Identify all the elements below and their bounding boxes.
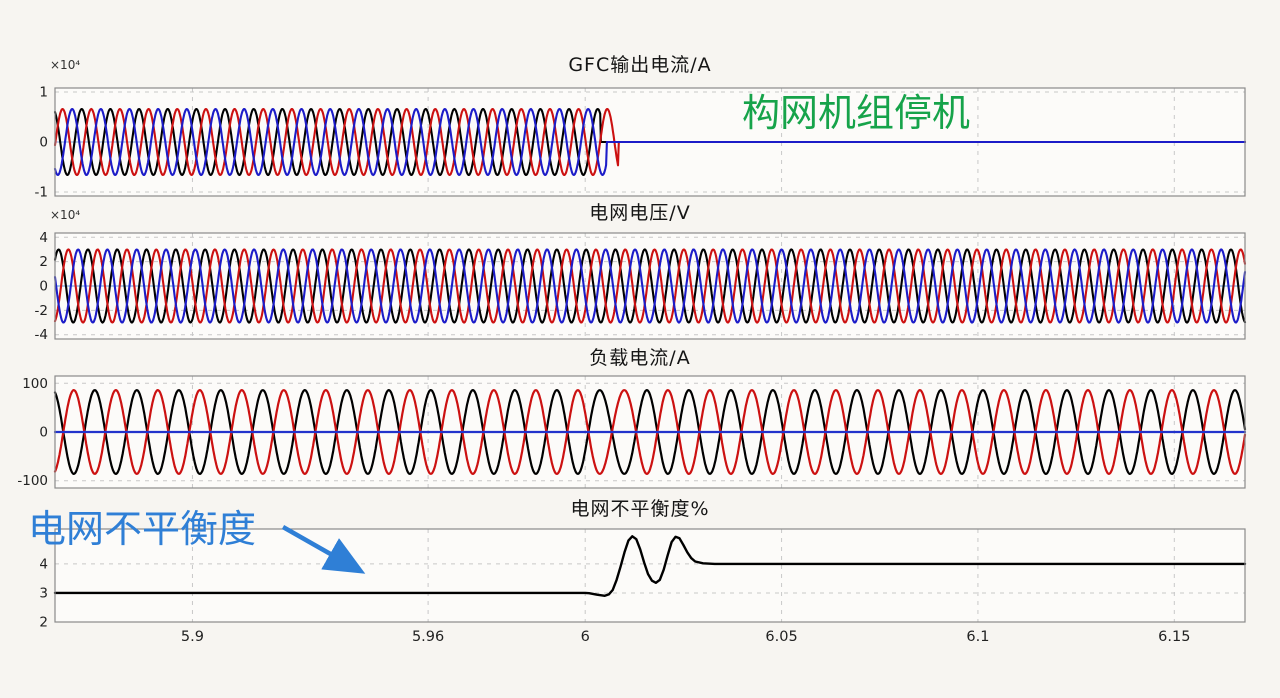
- y-tick-label: 3: [39, 585, 48, 601]
- y-tick-label: 0: [39, 425, 48, 441]
- plot2-scale-label: ×10⁴: [50, 208, 81, 222]
- plot-2: 4 2 0 -2 -4: [35, 230, 1247, 343]
- series-phase-c-blue: [53, 107, 1247, 177]
- y-tick-label: -100: [17, 473, 48, 489]
- plot-frame: [54, 528, 1246, 623]
- plot1-title: GFC输出电流/A: [568, 54, 712, 76]
- plot-1: 1 0 -1: [35, 85, 1247, 201]
- x-tick-label: 6.05: [765, 629, 797, 645]
- plot-frame: [54, 87, 1246, 197]
- shutdown-annotation: 构网机组停机: [742, 91, 971, 135]
- y-tick-label: -4: [35, 327, 48, 343]
- y-tick-label: 100: [22, 376, 48, 392]
- unbalance-arrow: [281, 525, 366, 574]
- plot3-title: 负载电流/A: [589, 347, 691, 369]
- y-tick-label: 0: [39, 279, 48, 295]
- plot2-title: 电网电压/V: [589, 202, 691, 224]
- plot-frame: [54, 232, 1246, 340]
- y-tick-label: 4: [39, 556, 48, 572]
- series-phase-c-blue: [53, 248, 1247, 324]
- y-tick-label: 4: [39, 230, 48, 246]
- x-tick-label: 6.1: [966, 629, 989, 645]
- y-tick-label: 1: [39, 85, 48, 101]
- y-tick-label: 2: [39, 254, 48, 270]
- x-tick-label: 6.15: [1158, 629, 1190, 645]
- plot1-scale-label: ×10⁴: [50, 58, 81, 72]
- y-tick-label: -1: [35, 185, 48, 201]
- y-tick-label: 2: [39, 615, 48, 631]
- plot-frame: [54, 375, 1246, 489]
- y-tick-label: 0: [39, 135, 48, 151]
- series-phase-b-red: [53, 248, 1247, 324]
- plot-4: 4 3 2 5.9 5.96 6 6.05 6.1 6.15: [39, 528, 1247, 645]
- series-phase-red: [53, 389, 1247, 475]
- unbalance-annotation: 电网不平衡度: [28, 507, 257, 551]
- x-tick-label: 5.9: [181, 629, 204, 645]
- plot-3: 100 0 -100: [17, 375, 1247, 489]
- x-tick-label: 5.96: [412, 629, 444, 645]
- series-unbalance: [53, 535, 1247, 597]
- plot4-title: 电网不平衡度%: [570, 498, 710, 520]
- series-phase-black: [53, 389, 1247, 475]
- x-tick-label: 6: [581, 629, 590, 645]
- y-tick-label: -2: [35, 303, 48, 319]
